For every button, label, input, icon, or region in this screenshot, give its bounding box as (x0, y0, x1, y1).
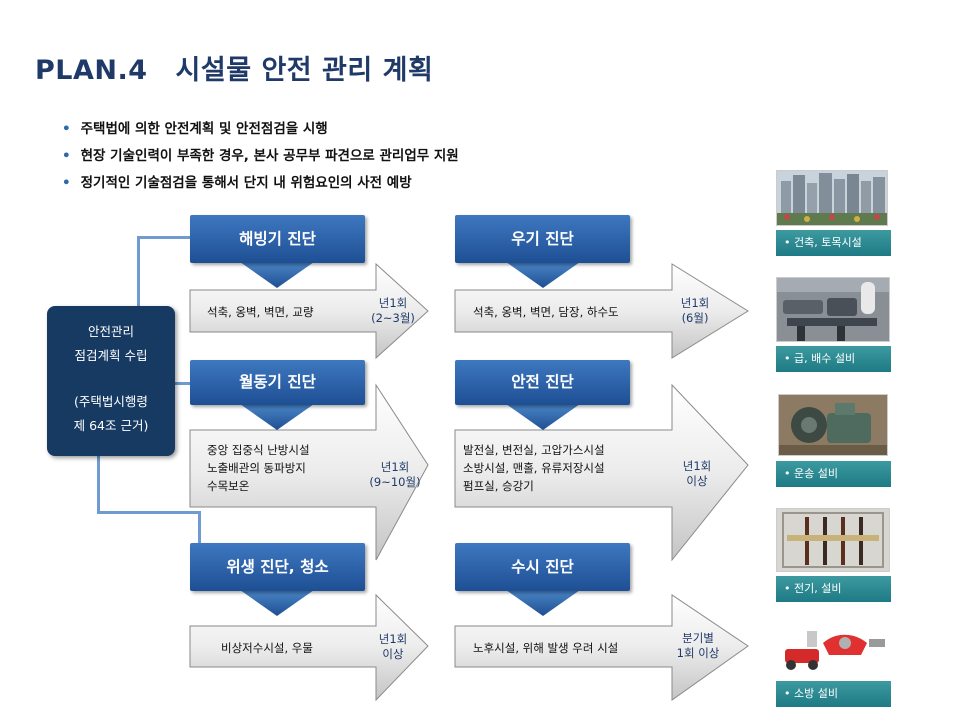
freq-line: 년1회 (378, 632, 408, 646)
connector-line (137, 236, 190, 239)
apartment-buildings-icon (777, 171, 887, 225)
inspection-frequency: 년1회 이상 (368, 632, 418, 662)
down-arrow-icon (506, 262, 580, 288)
flow-arrow-shape (454, 594, 749, 701)
freq-line: 년1회 (378, 296, 408, 310)
freq-line: (2~3월) (371, 311, 415, 325)
facility-caption: • 급, 배수 설비 (776, 346, 891, 372)
electrical-panel-photo (776, 508, 890, 572)
plan-title: 시설물 안전 관리 계획 (175, 55, 434, 86)
inspection-items: 비상저수시설, 우물 (221, 641, 313, 655)
elevator-machine-icon (779, 395, 887, 455)
inspection-frequency: 년1회 (6월) (668, 296, 722, 326)
flow-arrow-shape (454, 263, 749, 359)
connector-line (97, 455, 100, 513)
plan-box: 안전관리 점검계획 수립 (주택법시행령 제 64조 근거) (47, 306, 175, 456)
plan-box-line: 제 64조 근거) (73, 418, 149, 433)
item-line: 노출배관의 동파방지 (207, 461, 306, 475)
facility-caption: • 전기, 설비 (776, 576, 891, 602)
down-arrow-icon (240, 590, 314, 616)
bullet-dot-icon: • (62, 175, 71, 191)
flow-arrow-shape (189, 593, 429, 702)
down-arrow-icon (506, 590, 580, 616)
inspection-items: 발전실, 변전실, 고압가스시설 소방시설, 맨홀, 유류저장시설 펌프실, 승… (463, 441, 605, 495)
pump-room-photo (776, 277, 890, 342)
bullet-item: •정기적인 기술점검을 통해서 단지 내 위험요인의 사전 예방 (62, 175, 412, 191)
electrical-panel-icon (777, 509, 889, 571)
freq-line: 이상 (686, 474, 708, 488)
header-safety: 안전 진단 (455, 360, 630, 405)
connector-line (97, 511, 200, 514)
connector-line (137, 236, 140, 308)
header-ugi: 우기 진단 (455, 215, 630, 263)
item-line: 수목보온 (207, 479, 250, 493)
inspection-frequency: 년1회 (2~3월) (368, 296, 418, 326)
facility-caption: • 운송 설비 (776, 461, 891, 487)
elevator-machine-photo (778, 394, 888, 456)
inspection-frequency: 년1회 (9~10월) (363, 460, 427, 490)
freq-line: 년1회 (682, 459, 712, 473)
connector-line (198, 511, 201, 543)
freq-line: 이상 (382, 647, 404, 661)
pump-room-icon (777, 278, 889, 341)
freq-line: 분기별 (682, 631, 714, 645)
freq-line: (9~10월) (369, 475, 421, 489)
item-line: 발전실, 변전실, 고압가스시설 (463, 443, 605, 457)
item-line: 펌프실, 승강기 (463, 479, 534, 493)
plan-box-line: 점검계획 수립 (74, 348, 148, 363)
inspection-items: 노후시설, 위해 발생 우려 시설 (473, 641, 619, 655)
bullet-list: •주택법에 의한 안전계획 및 안전점검을 시행 •현장 기술인력이 부족한 경… (62, 118, 459, 199)
connector-line (175, 382, 190, 385)
bullet-dot-icon: • (62, 121, 71, 137)
header-occasional: 수시 진단 (455, 543, 630, 591)
inspection-items: 석축, 옹벽, 벽면, 담장, 하수도 (473, 305, 619, 319)
fire-equipment-photo (776, 620, 892, 674)
inspection-items: 중앙 집중식 난방시설 노출배관의 동파방지 수목보온 (207, 441, 310, 495)
plan-number: PLAN.4 (35, 55, 148, 86)
facility-caption: • 건축, 토목시설 (776, 230, 891, 256)
inspection-items: 석축, 옹벽, 벽면, 교량 (207, 305, 314, 319)
item-line: 소방시설, 맨홀, 유류저장시설 (463, 461, 605, 475)
inspection-frequency: 분기별 1회 이상 (668, 631, 728, 661)
page-title: PLAN.4 시설물 안전 관리 계획 (35, 48, 433, 87)
freq-line: (6월) (681, 311, 709, 325)
down-arrow-icon (240, 262, 314, 288)
flow-arrow-shape (189, 383, 429, 561)
down-arrow-icon (240, 404, 314, 430)
header-woldonggi: 월동기 진단 (190, 360, 365, 405)
item-line: 중앙 집중식 난방시설 (207, 443, 310, 457)
freq-line: 년1회 (680, 296, 710, 310)
freq-line: 년1회 (380, 460, 410, 474)
inspection-frequency: 년1회 이상 (672, 459, 722, 489)
flow-arrow-shape (189, 262, 429, 360)
header-haebinggi: 해빙기 진단 (190, 215, 365, 263)
bullet-item: •현장 기술인력이 부족한 경우, 본사 공무부 파견으로 관리업무 지원 (62, 148, 459, 164)
plan-box-line: (주택법시행령 (74, 394, 148, 409)
plan-box-line: 안전관리 (87, 324, 134, 339)
apartment-buildings-photo (776, 170, 888, 226)
down-arrow-icon (506, 404, 580, 430)
bullet-item: •주택법에 의한 안전계획 및 안전점검을 시행 (62, 121, 328, 137)
bullet-dot-icon: • (62, 148, 71, 164)
freq-line: 1회 이상 (676, 646, 720, 660)
header-hygiene: 위생 진단, 청소 (190, 543, 365, 591)
flow-arrow-shape (454, 383, 749, 562)
facility-caption: • 소방 설비 (776, 681, 891, 707)
fire-equipment-icon (777, 621, 891, 673)
